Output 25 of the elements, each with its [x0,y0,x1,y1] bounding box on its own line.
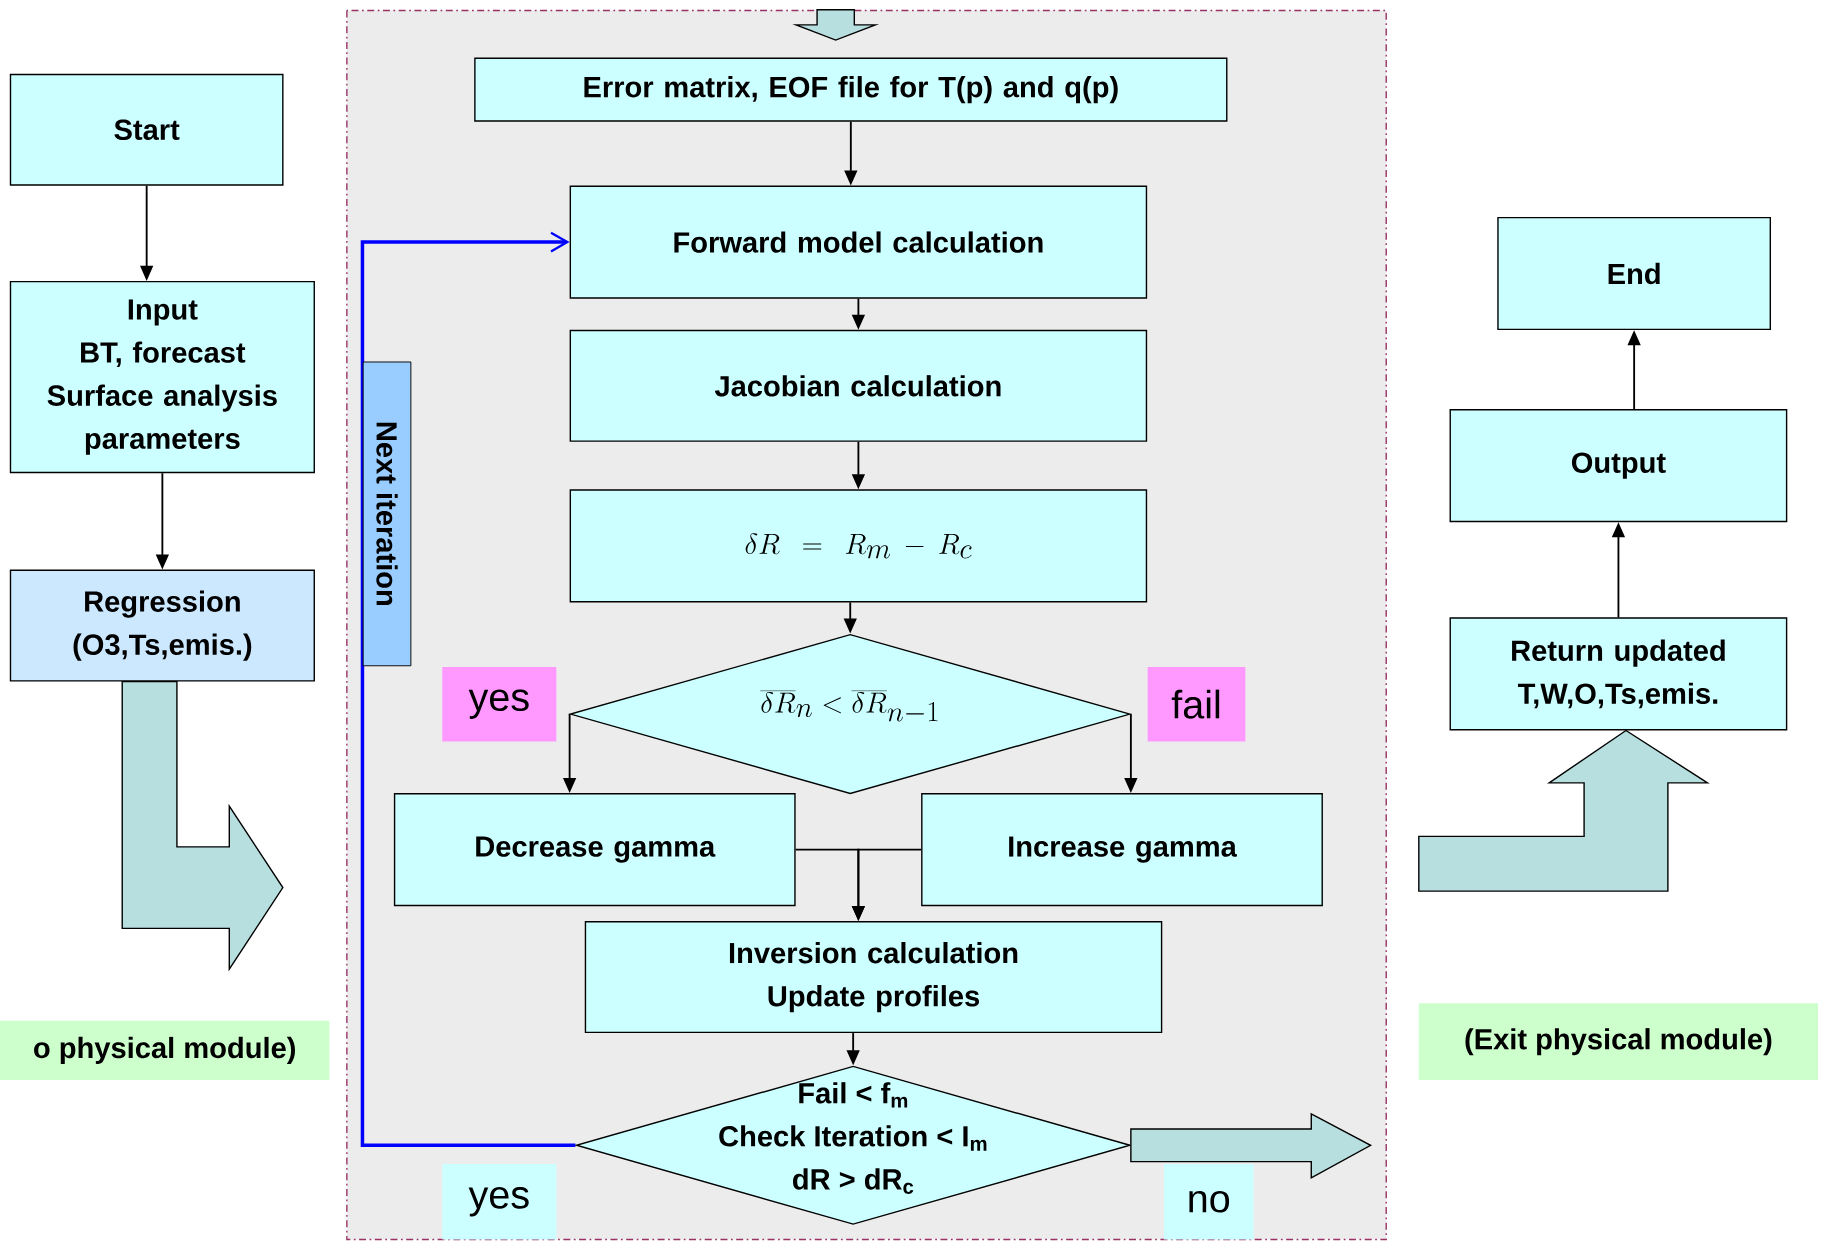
process-box: Error matrix, EOF file for T(p) and q(p) [474,57,1228,122]
iteration-label: Next iteration [362,361,412,667]
edge-label: yes [442,1163,557,1240]
process-box: Jacobian calculation [569,329,1148,442]
process-box: Output [1449,409,1788,523]
block-arrow [121,680,284,972]
block-arrow [1130,1112,1373,1180]
start-end-box: End [1497,217,1771,331]
block-arrow [792,9,880,41]
edge-label: fail [1147,667,1246,742]
start-end-box: Start [9,73,284,186]
process-box: Input BT, forecast Surface analysis parameters [9,281,315,474]
note-label: (Exit physical module) [1418,1003,1819,1081]
process-box: Inversion calculation Update profiles [584,921,1163,1034]
edge-label: yes [442,667,557,742]
process-box: Regression (O3,Ts,emis.) [9,569,315,682]
process-box: Decrease gamma [393,793,796,907]
edge-label: no [1163,1163,1254,1240]
process-box: Return updated T,W,O,Ts,emis. [1449,617,1788,731]
block-arrow [1418,729,1710,892]
arrow [360,231,576,1148]
process-box: Forward model calculation [569,185,1148,299]
formula-box: $\delta R = R_m - R_c$ [569,489,1148,603]
process-box: Increase gamma [921,793,1323,907]
note-label: o physical module) [0,1020,330,1081]
